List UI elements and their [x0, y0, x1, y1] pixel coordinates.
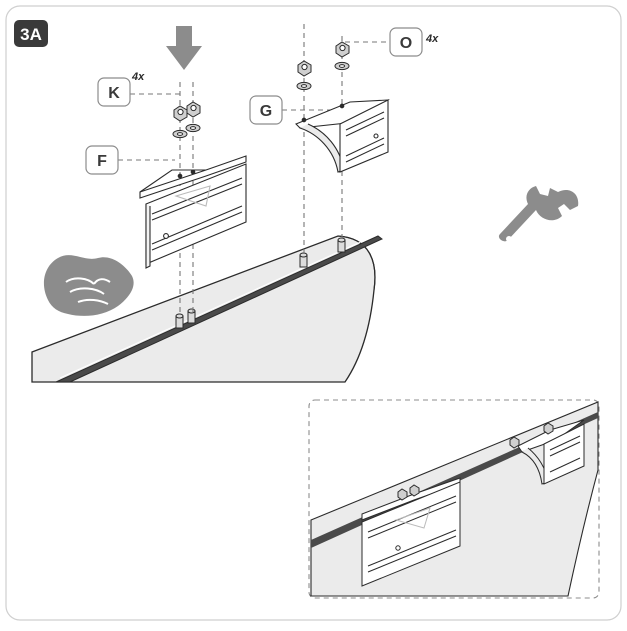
hand-icon	[43, 255, 134, 316]
callout-g-label: G	[260, 103, 272, 120]
inset-bracket-f	[361, 477, 461, 587]
callout-k-label: K	[108, 85, 120, 102]
callout-k: K 4x	[97, 71, 145, 107]
roof-rail	[55, 234, 383, 383]
inset-detail	[308, 399, 600, 599]
wrench-icon	[498, 186, 579, 242]
rail-studs	[175, 237, 346, 329]
nut-stack-o	[296, 41, 350, 91]
callout-o: O 4x	[389, 27, 439, 57]
step-badge: 3A	[14, 20, 48, 47]
roof-surface	[31, 235, 376, 383]
callout-o-label: O	[400, 35, 412, 52]
callout-f-label: F	[97, 153, 107, 170]
bracket-f	[139, 155, 247, 269]
inset-bracket-g	[509, 419, 585, 485]
nut-stack-k	[172, 101, 201, 139]
step-label: 3A	[20, 25, 42, 44]
callout-k-qty: 4x	[131, 71, 145, 83]
callout-f: F	[85, 145, 119, 175]
bracket-g	[295, 99, 390, 173]
callout-o-qty: 4x	[425, 33, 439, 45]
callout-g: G	[249, 95, 283, 125]
down-arrow-icon	[166, 26, 202, 70]
